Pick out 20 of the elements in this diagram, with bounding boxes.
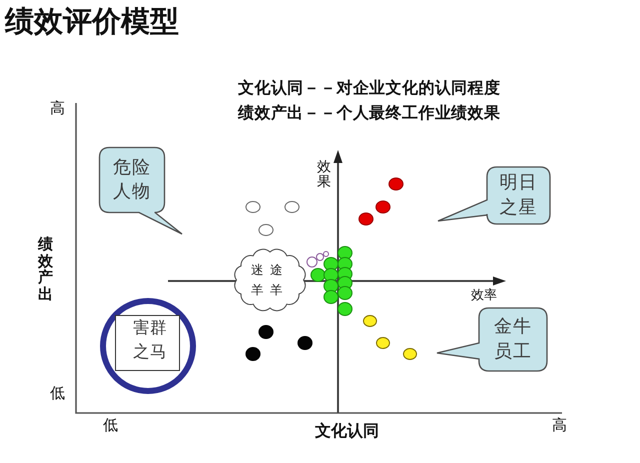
axis-label: 效率 (471, 288, 497, 304)
cloud-text: 迷途羊羊 (251, 261, 289, 299)
axis-title: 文化认同 (315, 421, 379, 440)
bubble-text: 金牛员工 (493, 315, 533, 364)
axis-label: 效果 (317, 160, 331, 191)
bubble-text: 明日之星 (498, 171, 538, 220)
axis-label: 低 (103, 416, 118, 434)
definition-text: 文化认同－－对企业文化的认同程度 (238, 78, 500, 98)
axis-title: 绩效产出 (38, 236, 53, 302)
axis-label: 低 (50, 384, 65, 402)
bubble-text: 危险人物 (112, 156, 152, 204)
axis-label: 高 (552, 416, 567, 434)
box-text: 害群之马 (132, 317, 168, 363)
page-title: 绩效评价模型 (5, 4, 179, 39)
axis-label: 高 (50, 99, 65, 117)
speech-bubble (99, 147, 183, 235)
speech-bubble (436, 307, 548, 372)
speech-bubble (437, 166, 551, 225)
label-box (115, 315, 180, 371)
definition-text: 绩效产出－－个人最终工作业绩效果 (238, 103, 500, 122)
